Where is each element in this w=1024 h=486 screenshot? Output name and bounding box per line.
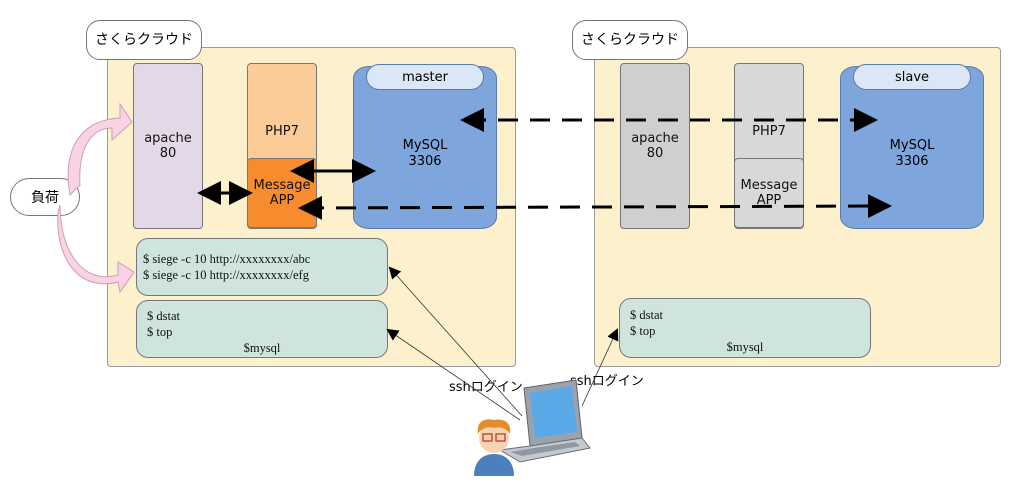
load-command-line: $ siege -c 10 http://xxxxxxxx/abc bbox=[143, 252, 311, 266]
monitor-db-command: $mysql bbox=[726, 340, 764, 354]
left-mysql-label: MySQL 3306 bbox=[402, 138, 448, 169]
monitor-db-command: $mysql bbox=[243, 341, 281, 355]
laptop-icon bbox=[498, 379, 591, 463]
replication-arrow-bottom bbox=[298, 194, 892, 220]
left-php-label: PHP7 bbox=[265, 124, 299, 139]
left-load-command-box: $ siege -c 10 http://xxxxxxxx/abc $ sieg… bbox=[136, 238, 388, 296]
right-mysql-label: MySQL 3306 bbox=[889, 138, 935, 169]
load-arrow-upper bbox=[67, 102, 133, 197]
monitor-command-line: $ dstat bbox=[630, 308, 663, 322]
right-mysql-role-label: slave bbox=[853, 64, 971, 90]
ssh-arrow-load-box bbox=[388, 266, 523, 417]
monitor-command-line: $ dstat bbox=[147, 309, 180, 323]
left-cloud-label: さくらクラウド bbox=[86, 20, 202, 60]
left-mysql-role-label: master bbox=[366, 64, 484, 90]
user-avatar-icon bbox=[474, 419, 514, 476]
monitor-command-line: $ top bbox=[630, 324, 656, 338]
right-monitor-command-box: $ dstat $ top $mysql bbox=[619, 298, 871, 358]
monitor-command-line: $ top bbox=[147, 325, 173, 339]
left-apache-box: apache 80 bbox=[133, 63, 203, 229]
left-monitor-command-box: $ dstat $ top $mysql bbox=[136, 300, 388, 358]
ssh-arrow-left-monitor bbox=[386, 328, 521, 421]
load-arrow-lower bbox=[57, 204, 135, 294]
ssh-arrow-right-monitor bbox=[581, 328, 619, 407]
load-command-line: $ siege -c 10 http://xxxxxxxx/efg bbox=[143, 268, 309, 282]
right-cloud-label: さくらクラウド bbox=[572, 20, 688, 60]
ssh-login-label-right: sshログイン bbox=[570, 374, 644, 389]
